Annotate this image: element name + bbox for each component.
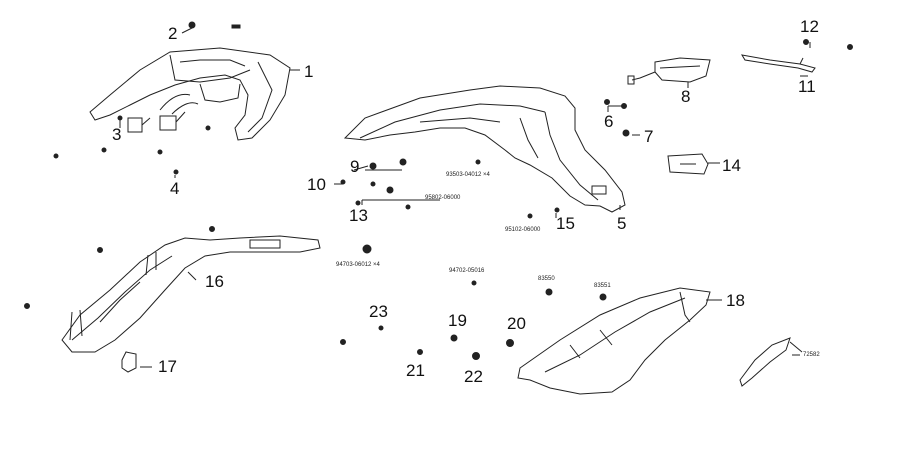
code-95802: 95802-06000: [425, 195, 461, 201]
callout-13: 13: [349, 206, 368, 225]
trim-strip: [739, 337, 803, 387]
callout-12: 12: [800, 17, 819, 36]
leader-lines: [119, 27, 811, 368]
license-lamp: [627, 57, 711, 85]
callout-3: 3: [112, 125, 122, 144]
callout-11: 11: [798, 77, 816, 96]
callout-8: 8: [681, 87, 691, 106]
callout-17: 17: [158, 357, 177, 376]
callout-9: 9: [350, 157, 360, 176]
callout-4: 4: [170, 179, 180, 198]
code-94703: 94703-06012 ×4: [336, 262, 380, 268]
callout-2: 2: [168, 24, 178, 43]
callout-14: 14: [722, 156, 741, 175]
callout-22: 22: [464, 367, 483, 386]
callout-23: 23: [369, 302, 388, 321]
code-83550: 83550: [538, 276, 555, 282]
callout-6: 6: [604, 112, 614, 131]
code-93503: 93503-04012 ×4: [446, 172, 490, 178]
callout-15: 15: [556, 214, 575, 233]
clip: [121, 351, 137, 373]
reflector-plate: [667, 153, 709, 175]
code-94702: 94702-05016: [449, 268, 485, 274]
callout-18: 18: [726, 291, 745, 310]
tail-light-assembly: [89, 47, 291, 141]
code-83551: 83551: [594, 283, 611, 289]
callout-19: 19: [448, 311, 467, 330]
callout-16: 16: [205, 272, 224, 291]
callout-1: 1: [304, 62, 314, 81]
callout-5: 5: [617, 214, 627, 233]
bracket: [741, 54, 816, 73]
rear-mudguard: [517, 287, 711, 395]
callout-20: 20: [507, 314, 526, 333]
code-72582: 72582: [803, 352, 820, 358]
callout-7: 7: [644, 127, 654, 146]
callout-10: 10: [307, 175, 326, 194]
rear-fender-cover: [343, 85, 626, 213]
inner-fender: [61, 235, 321, 353]
callout-21: 21: [406, 361, 425, 380]
code-95102: 95102-06000: [505, 227, 541, 233]
